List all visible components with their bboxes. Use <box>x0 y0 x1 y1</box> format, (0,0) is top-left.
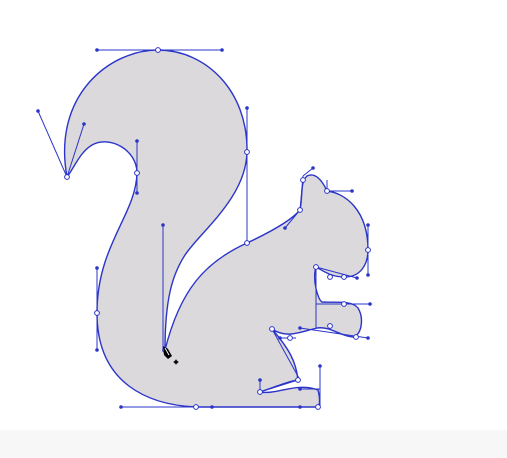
canvas-bottom-edge <box>0 430 507 458</box>
bezier-handles <box>37 49 370 408</box>
squirrel-shape-path[interactable] <box>63 49 369 408</box>
pen-tool-icon <box>163 346 179 365</box>
